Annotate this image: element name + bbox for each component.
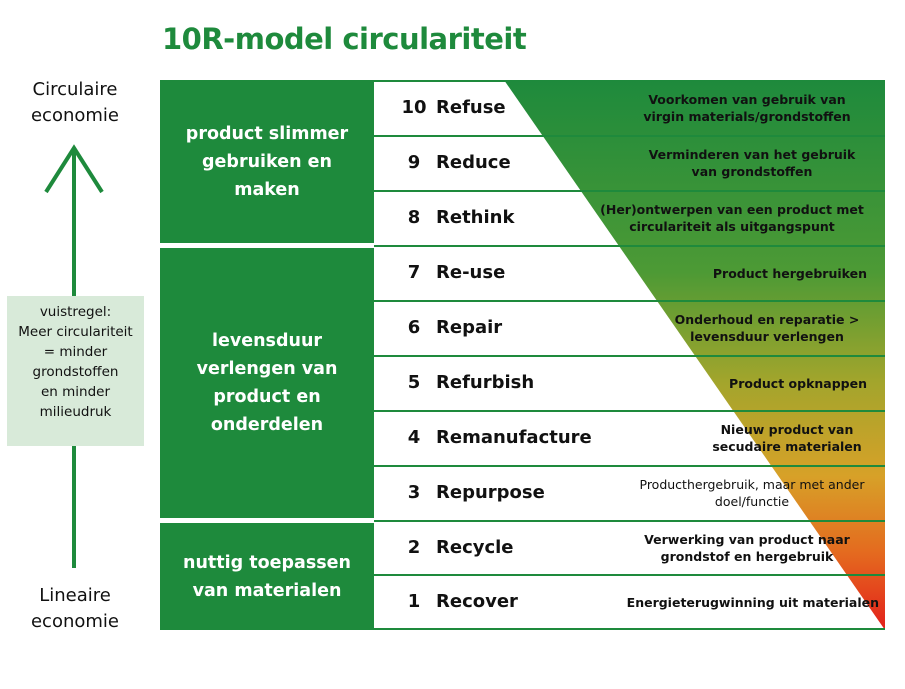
row-number: 5 (407, 372, 421, 393)
row-strategy: Refurbish (436, 372, 535, 393)
row-strategy: Reduce (436, 152, 511, 173)
table-row: 8 Rethink (Her)ontwerpen van een product… (374, 190, 885, 244)
row-desc-wrap: Verminderen van het gebruik van grondsto… (587, 137, 867, 189)
row-description: Producthergebruik, maar met ander doel/f… (639, 477, 865, 509)
row-strategy: Repurpose (436, 482, 545, 503)
row-desc-wrap: Onderhoud en reparatie > levensduur verl… (587, 302, 867, 354)
category-label: nuttig toepassen van materialen (182, 552, 352, 601)
row-desc-wrap: Verwerking van product naar grondstof en… (587, 522, 867, 574)
table-row: 2 Recycle Verwerking van product naar gr… (374, 520, 885, 574)
row-strategy: Recycle (436, 537, 514, 558)
category-label: levensduur verlengen van product en onde… (196, 331, 338, 435)
rule-of-thumb-box: vuistregel: Meer circulariteit = minder … (7, 296, 144, 446)
row-description: Verminderen van het gebruik van grondsto… (648, 147, 856, 179)
row-number: 10 (401, 97, 427, 118)
table-row: 9 Reduce Verminderen van het gebruik van… (374, 135, 885, 189)
row-number: 8 (407, 207, 421, 228)
axis-bottom-label: Lineaire economie (30, 585, 119, 632)
row-strategy: Repair (436, 317, 503, 338)
r-strategy-table: 10 Refuse Voorkomen van gebruik van virg… (374, 80, 885, 630)
category-extend-lifespan: levensduur verlengen van product en onde… (160, 248, 374, 518)
rule-line: Meer circulariteit (18, 324, 133, 340)
row-number: 1 (407, 591, 421, 612)
row-strategy: Re-use (436, 262, 506, 283)
row-number: 9 (407, 152, 421, 173)
row-description: Onderhoud en reparatie > levensduur verl… (674, 312, 860, 344)
row-desc-wrap: Product opknappen (587, 357, 867, 409)
row-description: Product hergebruiken (712, 265, 867, 281)
rule-line: = minder (43, 344, 108, 360)
row-strategy: Refuse (436, 97, 506, 118)
table-row: 6 Repair Onderhoud en reparatie > levens… (374, 300, 885, 354)
row-description: Voorkomen van gebruik van virgin materia… (643, 92, 851, 124)
rule-line: grondstoffen (32, 364, 119, 380)
table-row: 1 Recover Energieterugwinning uit materi… (374, 574, 885, 630)
row-desc-wrap: Voorkomen van gebruik van virgin materia… (587, 82, 867, 134)
row-number: 6 (407, 317, 421, 338)
row-strategy: Recover (436, 591, 518, 612)
category-column: product slimmer gebruiken en maken leven… (160, 80, 374, 630)
row-strategy: Remanufacture (436, 427, 592, 448)
table-row: 5 Refurbish Product opknappen (374, 355, 885, 409)
rule-line: en minder (40, 384, 111, 400)
category-label: product slimmer gebruiken en maken (185, 123, 349, 200)
row-description: Nieuw product van secudaire materialen (712, 422, 862, 454)
row-description: (Her)ontwerpen van een product met circu… (600, 202, 864, 234)
diagram-title: 10R-model circulariteit (162, 22, 527, 56)
table-row: 4 Remanufacture Nieuw product van secuda… (374, 410, 885, 464)
row-number: 2 (407, 537, 421, 558)
row-description: Verwerking van product naar grondstof en… (644, 532, 850, 564)
row-number: 3 (407, 482, 421, 503)
row-desc-wrap: Product hergebruiken (587, 247, 867, 299)
table-row: 3 Repurpose Producthergebruik, maar met … (374, 465, 885, 519)
rule-line: milieudruk (39, 404, 112, 420)
row-strategy: Rethink (436, 207, 515, 228)
axis-top-label: Circulaire economie (30, 79, 119, 126)
row-desc-wrap: Producthergebruik, maar met ander doel/f… (587, 467, 867, 519)
row-description: Product opknappen (729, 375, 867, 391)
category-smart-use: product slimmer gebruiken en maken (160, 80, 374, 243)
category-useful-application: nuttig toepassen van materialen (160, 523, 374, 630)
row-number: 4 (407, 427, 421, 448)
table-row: 10 Refuse Voorkomen van gebruik van virg… (374, 80, 885, 134)
row-description: Energieterugwinning uit materialen (626, 594, 879, 610)
row-desc-wrap: Nieuw product van secudaire materialen (587, 412, 867, 464)
row-desc-wrap: (Her)ontwerpen van een product met circu… (587, 192, 867, 244)
rule-line: vuistregel: (39, 304, 112, 320)
row-desc-wrap: Energieterugwinning uit materialen (599, 576, 879, 628)
row-number: 7 (407, 262, 421, 283)
table-row: 7 Re-use Product hergebruiken (374, 245, 885, 299)
